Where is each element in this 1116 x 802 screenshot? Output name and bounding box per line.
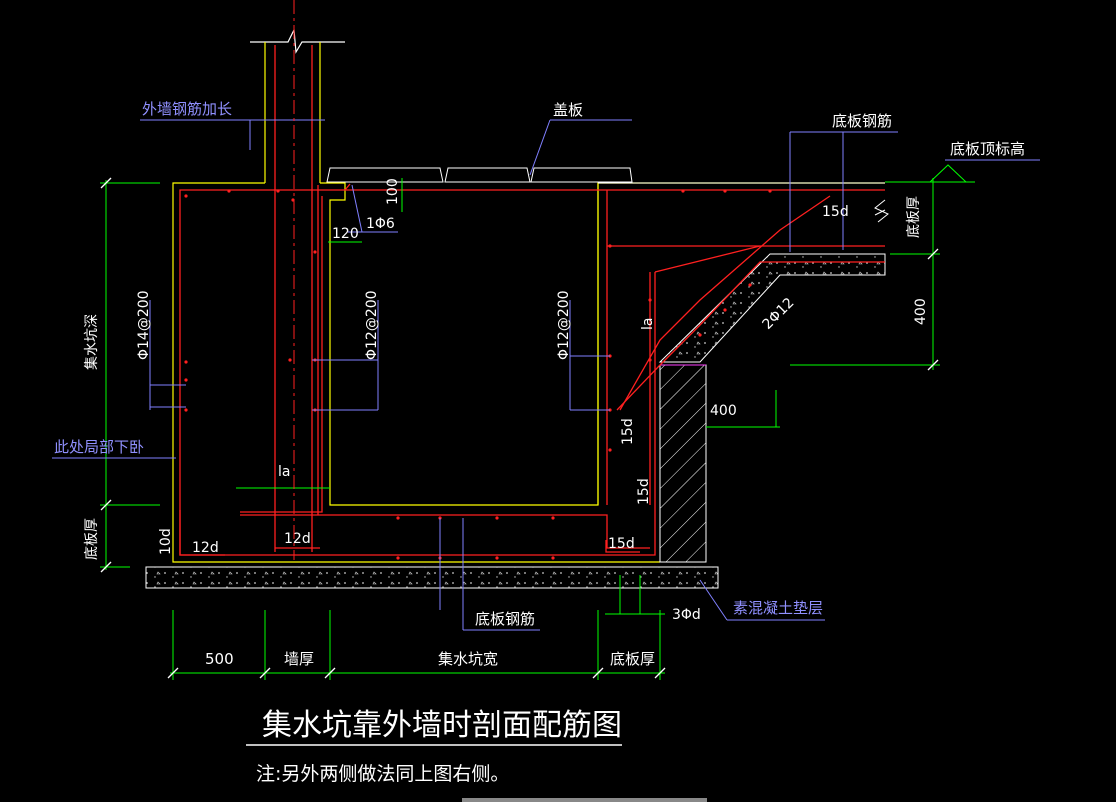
rebar-slope-upper xyxy=(654,245,761,273)
cover-plate xyxy=(326,167,633,183)
label-pit-width: 集水坑宽 xyxy=(438,650,498,668)
rebar-dots xyxy=(184,189,772,560)
cover-plate-segment xyxy=(326,167,444,183)
dim-400-mid: 400 xyxy=(710,403,737,419)
pit-outer-outline xyxy=(172,182,660,563)
wall-break-line xyxy=(250,27,345,54)
cover-plate-segment xyxy=(530,167,633,183)
label-cover-plate: 盖板 xyxy=(553,101,583,119)
annot-la-2: la xyxy=(640,318,656,330)
vertical-labels: 集水坑深 底板厚 底板厚 Φ14@200 Φ12@200 Φ12@200 la … xyxy=(83,178,929,560)
inline-annotations: 1Φ6 120 15d 2Φ12 400 la 12d 12d 15d 3Φd xyxy=(192,204,849,623)
rebar-slope-2 xyxy=(619,195,831,411)
leader-lines xyxy=(52,119,1040,631)
rebar-inner-pit xyxy=(240,196,323,513)
bottom-bedding xyxy=(145,566,719,589)
annot-phi12-a: Φ12@200 xyxy=(364,290,380,360)
dim-100: 100 xyxy=(385,178,401,205)
label-bottom-slab-thick-left: 底板厚 xyxy=(84,518,100,560)
title-block: 集水坑靠外墙时剖面配筋图 注:另外两侧做法同上图右侧。 xyxy=(246,708,622,785)
annot-15d-a: 15d xyxy=(822,204,849,220)
rebar xyxy=(179,45,885,556)
structure-outline xyxy=(172,27,885,563)
label-pit-depth: 集水坑深 xyxy=(83,314,100,370)
annot-10d: 10d xyxy=(158,528,174,555)
elevation-symbol xyxy=(929,164,968,183)
cover-plate-segment xyxy=(444,167,531,183)
label-bottom-slab-thick-right: 底板厚 xyxy=(906,196,922,238)
label-wall-rebar-extend: 外墙钢筋加长 xyxy=(142,100,232,118)
sloped-bedding xyxy=(658,253,886,363)
annot-12d-b: 12d xyxy=(284,531,311,547)
bottom-dimension-labels: 500 墙厚 集水坑宽 底板厚 xyxy=(205,650,655,668)
dimension-ticks xyxy=(100,177,939,679)
annot-15d-c: 15d xyxy=(636,478,652,505)
label-bottom-slab-rebar-bottom: 底板钢筋 xyxy=(475,610,535,628)
leader-labels: 外墙钢筋加长 盖板 底板钢筋 底板顶标高 此处局部下卧 底板钢筋 素混凝土垫层 xyxy=(54,100,1025,628)
break-mark-right xyxy=(874,209,886,216)
label-bottom-slab-rebar-top: 底板钢筋 xyxy=(832,112,892,130)
rebar-pit-bottom xyxy=(240,514,650,549)
drawing-note: 注:另外两侧做法同上图右侧。 xyxy=(256,763,509,785)
label-bottom-slab-thick-bottom: 底板厚 xyxy=(610,650,655,668)
annot-3phi-d: 3Φd xyxy=(672,607,701,623)
dim-120: 120 xyxy=(332,226,359,242)
rebar-slope xyxy=(616,261,885,411)
dimension-lines xyxy=(100,178,940,680)
annot-1phi6: 1Φ6 xyxy=(366,216,395,232)
drawing-title: 集水坑靠外墙时剖面配筋图 xyxy=(262,708,622,743)
annot-2phi12: 2Φ12 xyxy=(760,295,798,333)
label-bottom-slab-top-elev: 底板顶标高 xyxy=(950,140,1025,158)
dim-400-right: 400 xyxy=(913,298,929,325)
annot-15d-d: 15d xyxy=(608,536,635,552)
cover-seat xyxy=(320,182,885,506)
scrollbar-fragment[interactable] xyxy=(462,798,707,802)
rebar-outer-shell xyxy=(179,189,656,556)
hatched-wall xyxy=(659,364,707,563)
dim-500: 500 xyxy=(205,650,234,668)
annot-la-1: la xyxy=(278,464,290,480)
annot-phi14: Φ14@200 xyxy=(136,290,152,360)
annot-15d-b: 15d xyxy=(620,418,636,445)
annot-12d-a: 12d xyxy=(192,540,219,556)
label-plain-concrete-bedding: 素混凝土垫层 xyxy=(733,599,823,617)
annot-phi12-b: Φ12@200 xyxy=(556,290,572,360)
label-wall-thickness: 墙厚 xyxy=(284,650,314,668)
right-slab xyxy=(598,182,889,363)
break-symbol-right xyxy=(874,199,889,223)
label-local-lower: 此处局部下卧 xyxy=(54,438,144,456)
